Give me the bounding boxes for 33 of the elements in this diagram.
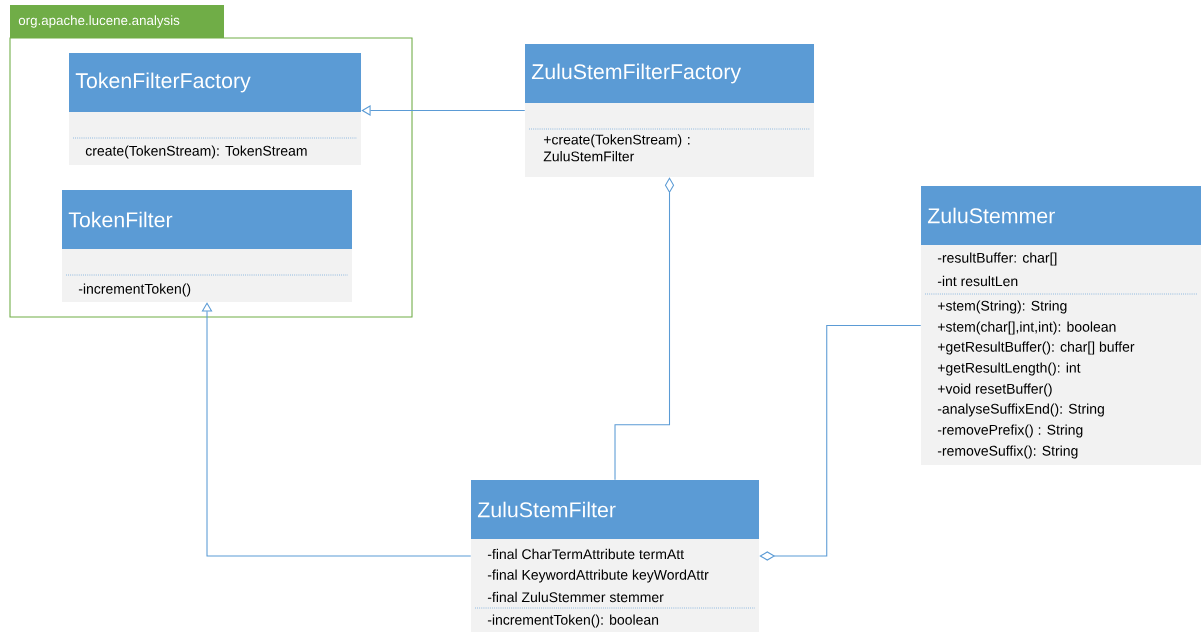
member-text: -final CharTermAttribute termAtt — [487, 548, 684, 560]
member-text: -incrementToken(): boolean — [487, 614, 659, 628]
member-text: +stem(String): String — [937, 300, 1067, 314]
member-text: +void resetBuffer() — [937, 383, 1052, 397]
member-text: create(TokenStream): TokenStream — [85, 145, 307, 159]
class-name: ZuluStemFilterFactory — [531, 63, 742, 84]
class-box — [525, 44, 814, 177]
member-text: +create(TokenStream) : ZuluStemFilter — [543, 134, 690, 162]
class-box — [921, 186, 1201, 465]
class-box — [62, 190, 352, 302]
class-box — [471, 480, 759, 632]
class-name: ZuluStemFilter — [477, 501, 616, 518]
member-text: -analyseSuffixEnd(): String — [937, 403, 1104, 417]
package-label: org.apache.lucene.analysis — [18, 15, 180, 28]
member-text: -final ZuluStemmer stemmer — [487, 591, 664, 603]
member-text: -removePrefix() : String — [937, 424, 1083, 438]
member-text: -incrementToken() — [78, 283, 191, 297]
member-text: -final KeywordAttribute keyWordAttr — [487, 569, 709, 583]
member-text: -resultBuffer: char[] — [937, 252, 1057, 266]
class-box — [69, 53, 361, 165]
connector — [759, 324, 922, 561]
member-text: +getResultBuffer(): char[] buffer — [937, 341, 1135, 355]
class-name: TokenFilterFactory — [75, 72, 251, 93]
member-text: +stem(char[],int,int): boolean — [937, 321, 1116, 335]
class-name: TokenFilter — [68, 211, 173, 228]
member-text: -removeSuffix(): String — [937, 445, 1078, 459]
connector — [201, 302, 472, 557]
package-frame — [9, 5, 413, 318]
member-text: +getResultLength(): int — [937, 362, 1081, 376]
connector — [614, 177, 675, 481]
member-text: -int resultLen — [937, 275, 1018, 287]
connector — [361, 105, 526, 116]
class-name: ZuluStemmer — [927, 207, 1055, 224]
